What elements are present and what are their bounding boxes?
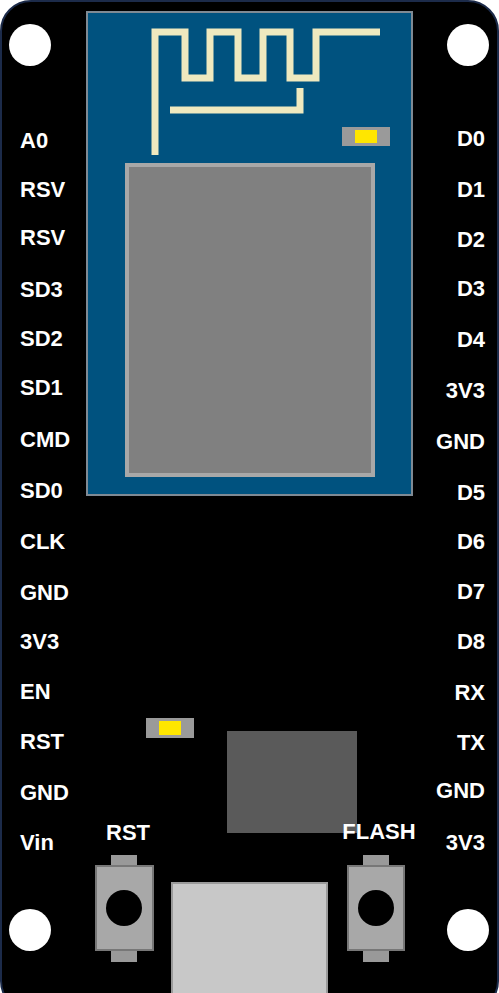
button-cap bbox=[358, 890, 394, 926]
pin-label: SD3 bbox=[20, 277, 63, 303]
pin-label: EN bbox=[20, 679, 51, 705]
mount-hole bbox=[447, 909, 489, 951]
pin-label: Vin bbox=[20, 830, 54, 856]
pin-label: D7 bbox=[457, 579, 485, 605]
reset-button bbox=[96, 866, 153, 950]
pin-label: RST bbox=[20, 729, 64, 755]
pin-label: D2 bbox=[457, 227, 485, 253]
pin-label: D1 bbox=[457, 177, 485, 203]
pin-label: SD1 bbox=[20, 375, 63, 401]
pin-label: TX bbox=[457, 730, 485, 756]
pin-label: CLK bbox=[20, 529, 65, 555]
led bbox=[342, 127, 390, 146]
shield-can bbox=[127, 165, 373, 475]
pin-label: RSV bbox=[20, 225, 65, 251]
pin-label: GND bbox=[20, 780, 69, 806]
antenna-trace bbox=[170, 88, 300, 110]
pin-label: GND bbox=[20, 580, 69, 606]
pin-label: D8 bbox=[457, 629, 485, 655]
led-light bbox=[355, 130, 377, 143]
button-cap bbox=[106, 890, 142, 926]
wifi-module bbox=[87, 12, 412, 495]
led-light bbox=[159, 721, 181, 735]
pin-label: SD2 bbox=[20, 326, 63, 352]
pin-label: GND bbox=[436, 429, 485, 455]
led bbox=[146, 718, 194, 738]
pin-label: D3 bbox=[457, 276, 485, 302]
mount-hole bbox=[9, 24, 51, 66]
pin-label: 3V3 bbox=[446, 378, 485, 404]
pin-label: 3V3 bbox=[20, 629, 59, 655]
pin-label: D4 bbox=[457, 327, 485, 353]
mount-hole bbox=[9, 909, 51, 951]
button-label: FLASH bbox=[342, 819, 415, 845]
pin-label: CMD bbox=[20, 427, 70, 453]
flash-button bbox=[348, 866, 404, 950]
button-label: RST bbox=[106, 820, 150, 846]
mount-hole bbox=[447, 24, 489, 66]
pin-label: A0 bbox=[20, 128, 48, 154]
pin-label: D0 bbox=[457, 126, 485, 152]
pin-label: SD0 bbox=[20, 478, 63, 504]
pin-label: GND bbox=[436, 778, 485, 804]
pin-label: RX bbox=[454, 680, 485, 706]
pin-label: 3V3 bbox=[446, 830, 485, 856]
pin-label: RSV bbox=[20, 177, 65, 203]
pin-label: D6 bbox=[457, 529, 485, 555]
usb-connector bbox=[172, 883, 327, 993]
pin-label: D5 bbox=[457, 480, 485, 506]
usb-chip bbox=[227, 731, 357, 833]
